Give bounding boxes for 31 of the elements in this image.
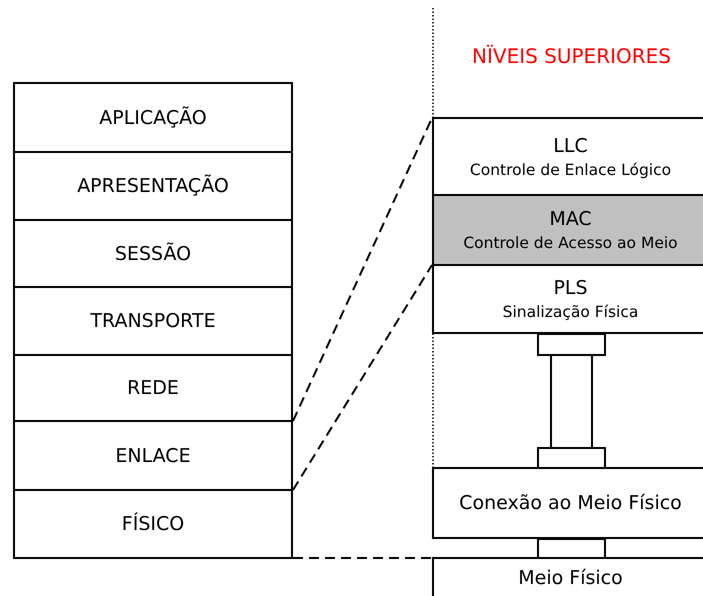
layer-box — [13, 219, 293, 288]
layer-name: TRANSPORTE — [90, 309, 216, 334]
heading-text: NÏVEIS SUPERIORES — [471, 44, 672, 68]
layer-name: Conexão ao Meio Físico — [459, 491, 682, 516]
layer-box — [432, 117, 703, 196]
layer-box — [13, 354, 293, 422]
layer-box — [13, 82, 293, 153]
layer-name: APRESENTAÇÃO — [77, 174, 229, 199]
layer-box — [13, 151, 293, 221]
layer-name: FÍSICO — [122, 511, 184, 537]
layer-name: MAC — [549, 207, 592, 232]
layer-name: SESSÃO — [114, 242, 192, 266]
layer-name: Meio Físico — [518, 566, 623, 591]
layer-name: APLICAÇÃO — [99, 106, 207, 130]
layer-box — [432, 467, 703, 539]
layer-box — [432, 557, 703, 596]
layer-box — [13, 420, 293, 491]
layer-box — [432, 264, 703, 334]
layer-description: Controle de Acesso ao Meio — [463, 233, 678, 254]
layer-name: REDE — [127, 376, 179, 401]
layer-description: Controle de Enlace Lógico — [470, 160, 672, 180]
layer-box — [13, 286, 293, 356]
layer-name: PLS — [553, 276, 588, 301]
layer-name: ENLACE — [115, 444, 191, 468]
layer-box — [13, 489, 293, 559]
dashed-line — [292, 118, 433, 422]
layer-box — [432, 194, 703, 266]
dashed-line — [293, 557, 432, 559]
dashed-line — [292, 264, 433, 491]
layer-description: Sinalização Física — [502, 302, 638, 323]
layer-name: LLC — [553, 134, 588, 158]
